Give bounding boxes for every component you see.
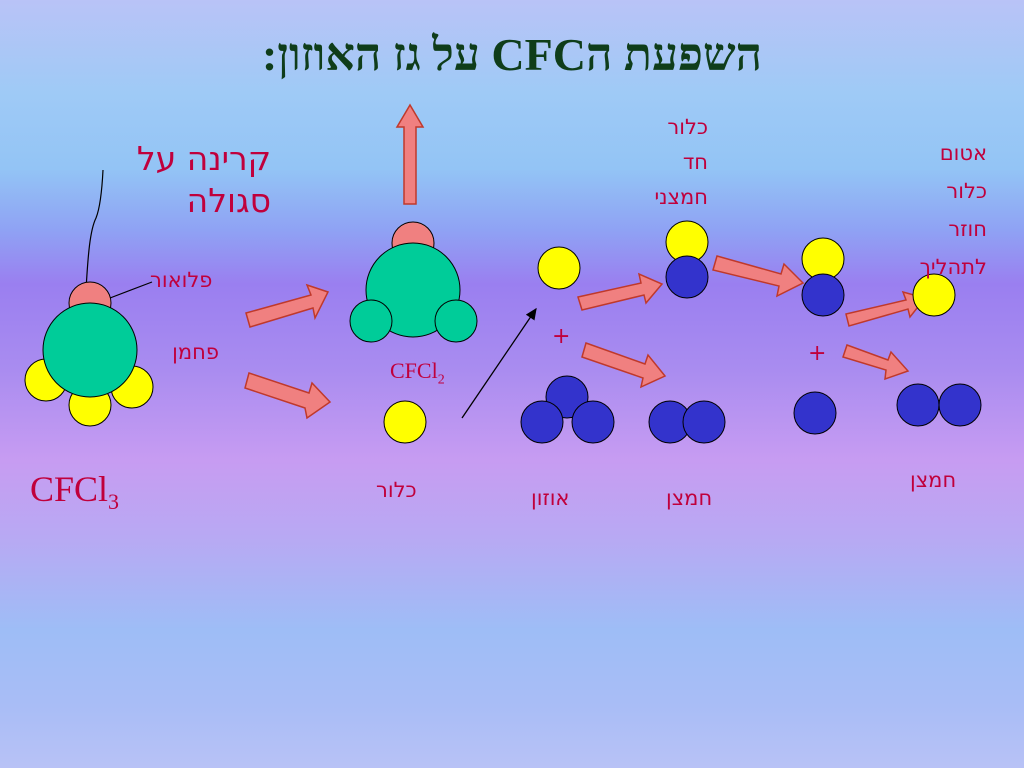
- reaction-arrow: [842, 344, 910, 381]
- chlorine-monoxide-line: חד: [682, 150, 708, 174]
- cfcl3-subscript: 3: [108, 489, 120, 515]
- cfcl2-formula: CFCl: [390, 358, 438, 383]
- ozone-label: אוזון: [531, 486, 570, 510]
- page-title: השפעת הCFC על גז האוזון:: [261, 29, 763, 80]
- plus-sign: +: [808, 341, 827, 366]
- cfcl3-molecule: [24, 281, 154, 427]
- plus-sign: +: [552, 324, 571, 349]
- cfcl3-formula-label: CFCl3: [30, 468, 119, 515]
- oxygen-atom: [793, 391, 837, 435]
- cfcl2-molecule: [349, 221, 478, 343]
- uv-radiation-text: קרינה על סגולה: [136, 139, 271, 220]
- oxygen-label: חמצן: [910, 468, 957, 492]
- chlorine-monoxide-line: חמצני: [654, 185, 708, 209]
- oxygen-atom: [571, 400, 615, 444]
- chlorine-monoxide-label: כלור חד חמצני: [654, 110, 708, 215]
- uv-radiation-label: קרינה על סגולה: [81, 138, 271, 222]
- chlorine-monoxide-molecule: [665, 220, 709, 299]
- oxygen-atom: [665, 255, 709, 299]
- chlorine-monoxide-line: כלור: [667, 115, 708, 139]
- returning-chlorine-line: לתהליך: [919, 255, 987, 279]
- fluorine-pointer-line: [109, 281, 153, 299]
- cfcl2-subscript: 2: [437, 372, 445, 388]
- cfcl3-formula: CFCl: [30, 469, 109, 509]
- chlorine-atom: [537, 246, 581, 290]
- thin-arrow: [461, 307, 537, 419]
- oxygen-atom: [896, 383, 940, 427]
- oxygen-molecule: [648, 400, 726, 444]
- uv-pointer-line: [85, 169, 104, 291]
- chlorine-monoxide-molecule: [801, 237, 845, 317]
- returning-chlorine-line: חוזר: [948, 217, 987, 241]
- oxygen-atom: [682, 400, 726, 444]
- reaction-arrow: [712, 255, 805, 298]
- reaction-arrow: [577, 272, 664, 311]
- upward-arrow: [395, 103, 425, 205]
- cfcl2-formula-label: CFCl2: [390, 358, 445, 388]
- fluorine-label: פלואור: [150, 268, 213, 292]
- oxygen-atom: [520, 400, 564, 444]
- returning-chlorine-line: כלור: [946, 179, 987, 203]
- reaction-arrow: [245, 283, 330, 328]
- ozone-molecule: [520, 375, 615, 444]
- oxygen-molecule: [896, 383, 982, 427]
- oxygen-atom: [938, 383, 982, 427]
- returning-chlorine-label: אטום כלור חוזר לתהליך: [920, 134, 987, 286]
- returning-chlorine-line: אטום: [939, 141, 987, 165]
- oxygen-atom: [801, 273, 845, 317]
- returning-chlorine-atom: [912, 273, 956, 317]
- reaction-arrow: [581, 342, 667, 389]
- free-chlorine-atom: [383, 400, 427, 444]
- oxygen-label: חמצן: [666, 486, 713, 510]
- chlorine-label: כלור: [376, 478, 417, 502]
- reaction-arrow: [244, 372, 332, 420]
- chlorine-atom: [349, 299, 393, 343]
- carbon-atom: [42, 302, 138, 398]
- carbon-label: פחמן: [172, 340, 219, 364]
- chlorine-atom: [434, 299, 478, 343]
